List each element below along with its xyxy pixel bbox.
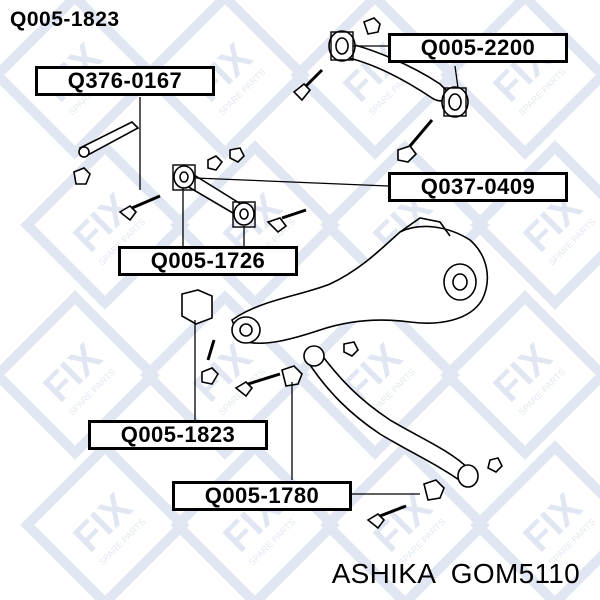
bracket-plate — [73, 121, 161, 222]
watermark-tile — [440, 290, 600, 460]
bushing-highlight-boxes — [172, 31, 467, 228]
label-q376-0167[interactable]: Q376-0167 — [35, 66, 215, 96]
label-q005-1823[interactable]: Q005-1823 — [88, 420, 268, 450]
brand-part-number: ASHIKA GOM5110 — [331, 558, 580, 589]
label-q005-1726[interactable]: Q005-1726 — [118, 246, 298, 276]
watermark-tile — [0, 0, 160, 160]
upper-control-arm — [292, 17, 469, 163]
watermark-logo-text: FIX — [485, 335, 560, 410]
lower-control-arm — [234, 341, 503, 530]
watermark-logo-text: FIX — [35, 335, 110, 410]
watermark-logo-text: FIX — [515, 485, 590, 560]
watermark-tile — [140, 0, 310, 160]
watermark-tile — [320, 440, 490, 600]
page-title: Q005-1823 — [10, 8, 120, 31]
watermark-tile — [20, 440, 190, 600]
watermark-tile — [470, 440, 600, 600]
leader-lines — [139, 45, 459, 495]
watermark-logo-text: FIX — [185, 335, 260, 410]
watermark-tile — [0, 290, 160, 460]
watermark-logo-text: FIX — [65, 485, 140, 560]
trailing-arm-knuckle — [181, 217, 489, 385]
lateral-link — [173, 147, 307, 234]
label-q037-0409[interactable]: Q037-0409 — [388, 172, 568, 202]
label-q005-1780[interactable]: Q005-1780 — [172, 481, 352, 511]
label-q005-2200[interactable]: Q005-2200 — [388, 33, 568, 63]
watermark-tile — [290, 290, 460, 460]
